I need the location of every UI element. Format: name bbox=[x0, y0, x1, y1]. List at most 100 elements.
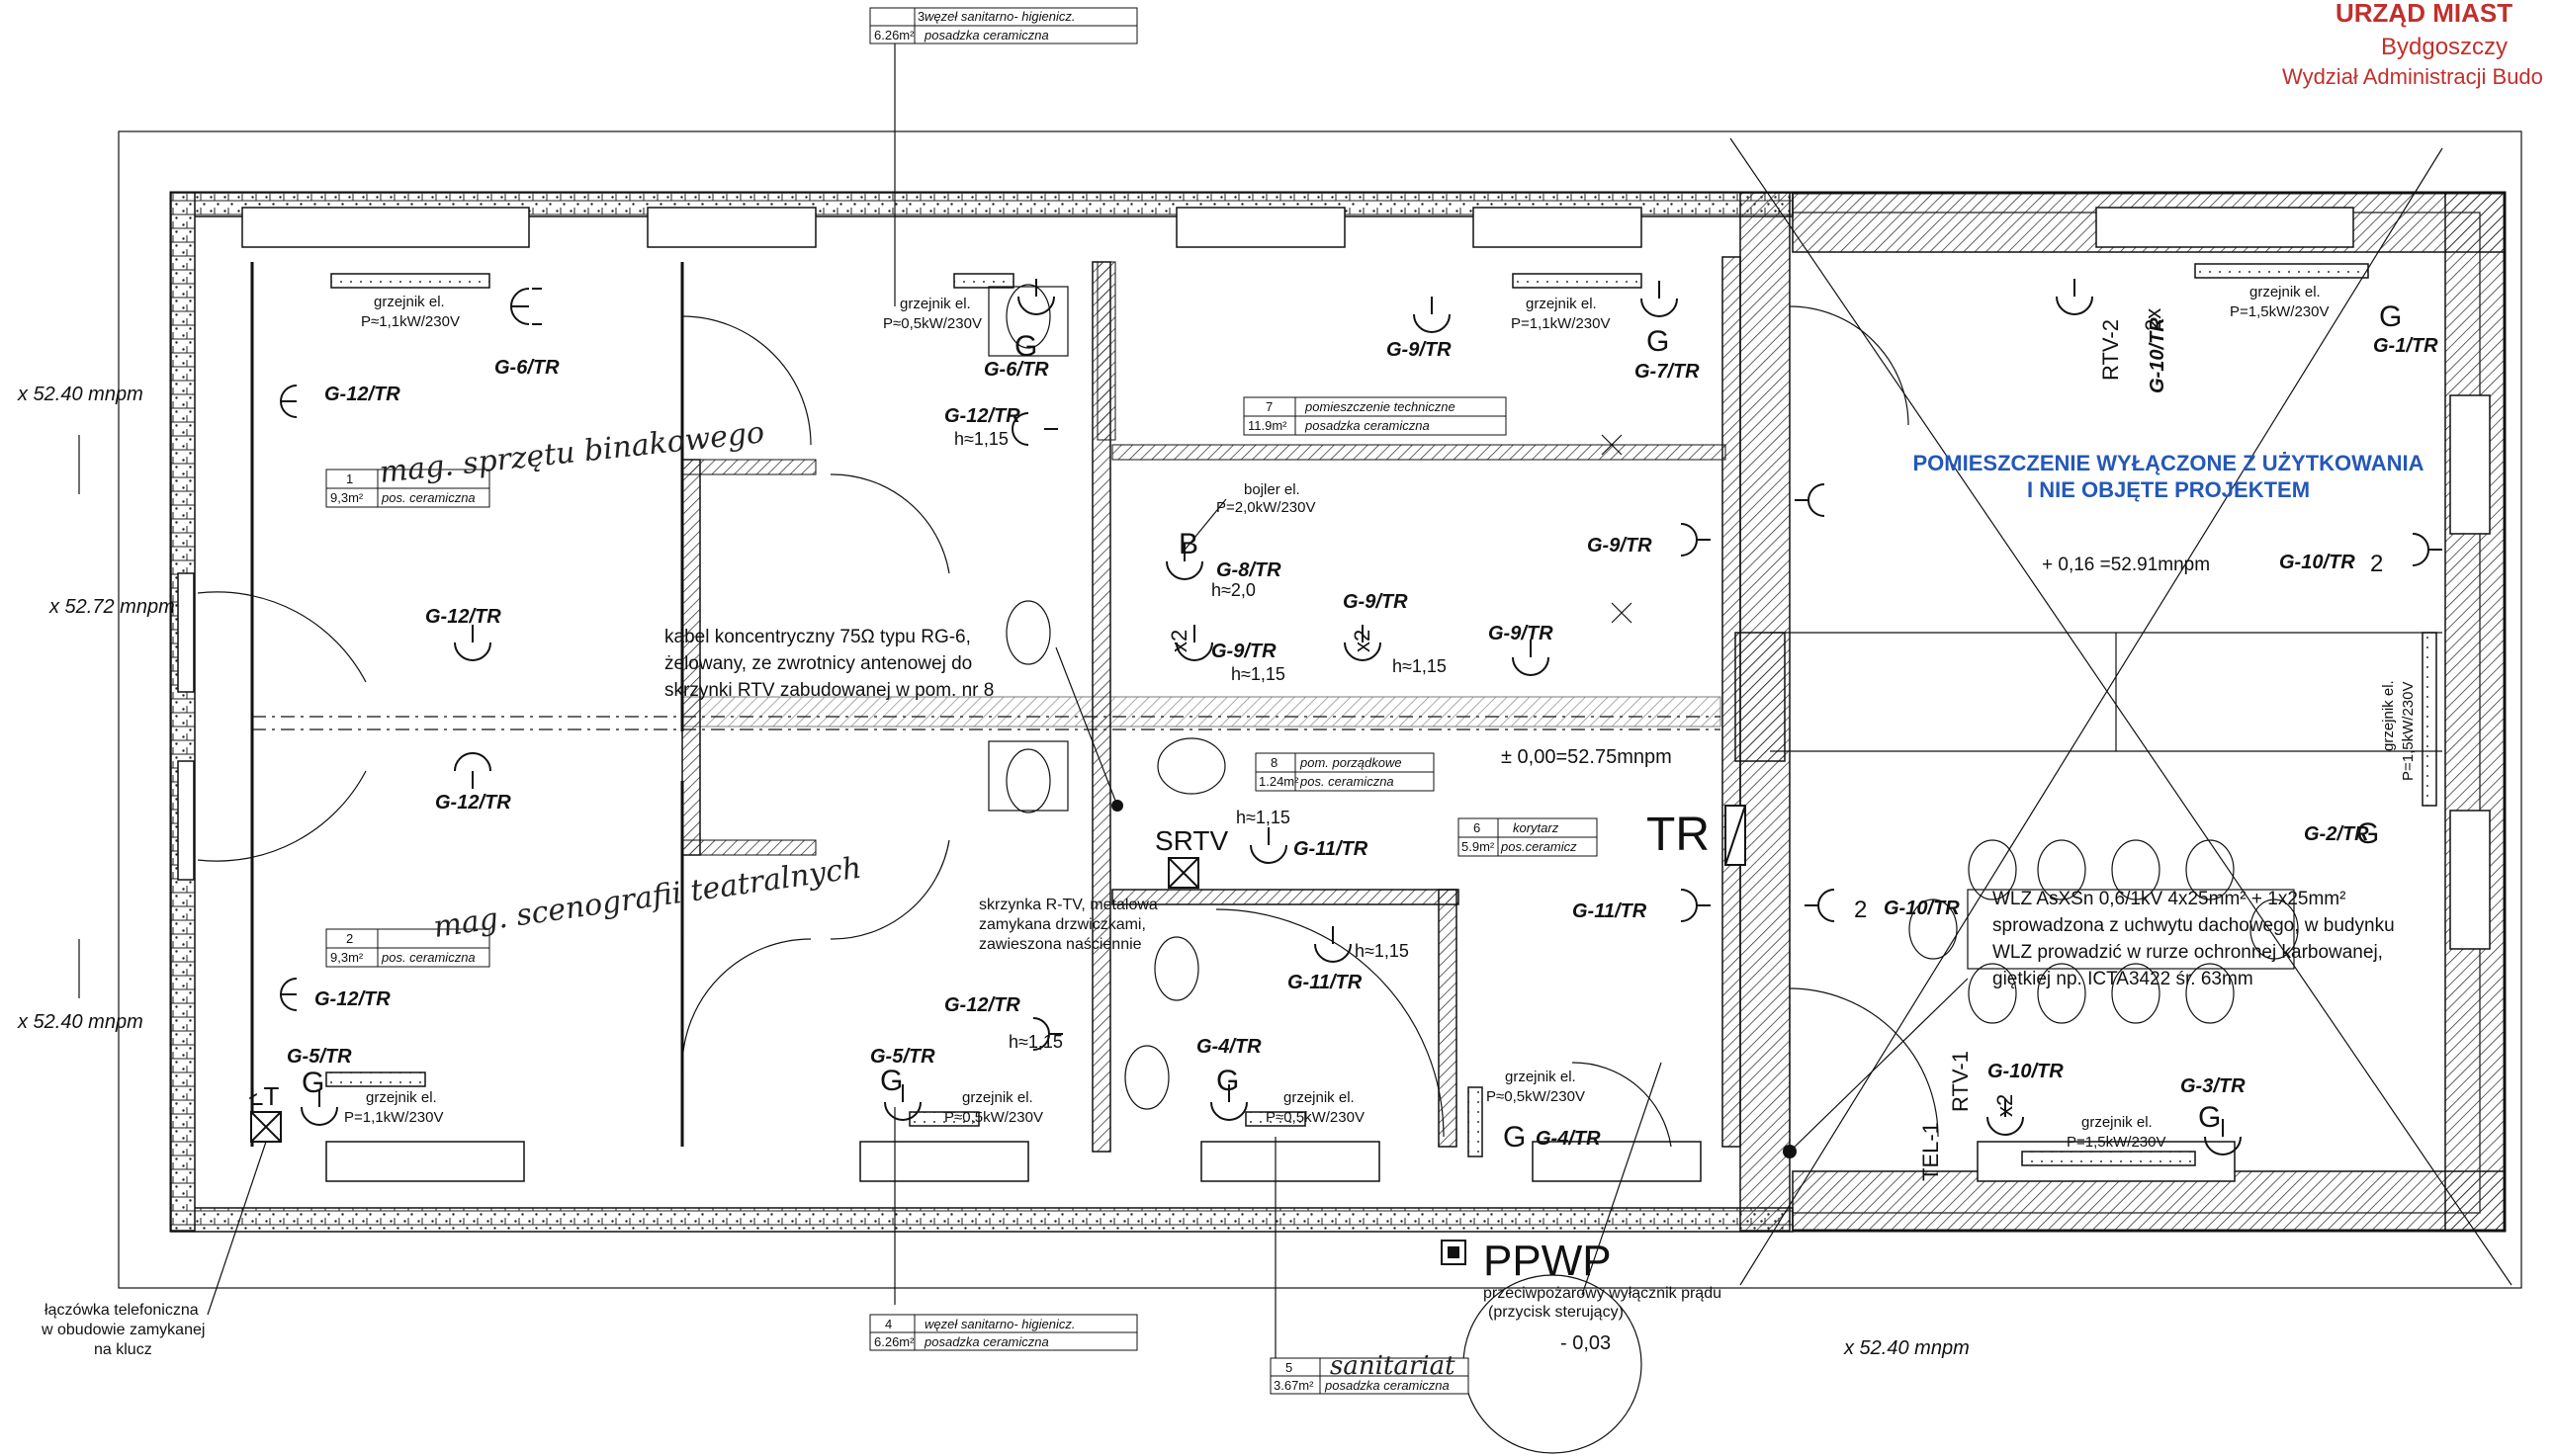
height-3: h≈1,15 bbox=[1231, 664, 1285, 684]
lt-line3: na klucz bbox=[94, 1341, 152, 1358]
room7-no: 7 bbox=[1266, 399, 1273, 414]
room5-area: 3.67m² bbox=[1274, 1378, 1314, 1393]
heater7-label: grzejnik el. bbox=[1283, 1089, 1355, 1106]
room4-name: węzeł sanitarno- higienicz. bbox=[925, 1317, 1075, 1331]
heater5-label: grzejnik el. bbox=[366, 1089, 437, 1106]
room7-area: 11.9m² bbox=[1248, 418, 1287, 433]
height-6: h≈1,15 bbox=[1355, 941, 1409, 961]
tr-board-symbol bbox=[1724, 805, 1746, 866]
excluded-area-cross bbox=[1729, 137, 2512, 1286]
letter-g3: G bbox=[2379, 300, 2402, 333]
outlet-g5: G-5/TR bbox=[287, 1046, 352, 1068]
room8-floor: pos. ceramiczna bbox=[1299, 774, 1394, 789]
lt-box bbox=[207, 1111, 282, 1316]
elevation-left-mid: x 52.72 mnpm bbox=[48, 596, 175, 618]
outlet-g2: G-2/TR bbox=[2304, 823, 2369, 845]
vent-icons bbox=[1601, 434, 1632, 624]
tr-label: TR bbox=[1646, 809, 1710, 861]
ppwp-label: PPWP bbox=[1483, 1237, 1612, 1285]
outlet-g10a: G-10/TR bbox=[2279, 552, 2355, 573]
room1-floor: pos. ceramiczna bbox=[381, 490, 476, 505]
letter-g1: G bbox=[1014, 330, 1037, 363]
room2-area: 9,3m² bbox=[330, 950, 364, 965]
cable-note-line3: skrzynki RTV zabudowanej w pom. nr 8 bbox=[664, 680, 994, 701]
wlz-line4: giętkiej np. ICTA3422 śr. 63mm bbox=[1992, 969, 2253, 989]
outlet-g9c: G-9/TR bbox=[1343, 591, 1408, 613]
room6-no: 6 bbox=[1473, 820, 1480, 835]
boiler-label: bojler el. bbox=[1244, 481, 1300, 498]
heater4-power: P=1,5kW/230V bbox=[2230, 303, 2329, 320]
height-1: h≈1,15 bbox=[954, 429, 1009, 449]
outlet-g3: G-3/TR bbox=[2180, 1075, 2246, 1097]
room1-no: 1 bbox=[346, 471, 353, 486]
interior-walls bbox=[250, 256, 2442, 1153]
elevation-left-top: x 52.40 mnpm bbox=[17, 384, 143, 405]
elevation-zero: ± 0,00=52.75mnpm bbox=[1501, 746, 1672, 768]
heater8-label: grzejnik el. bbox=[1505, 1069, 1576, 1085]
outlet-g7: G-7/TR bbox=[1634, 361, 1700, 383]
heater3-power: P=1,1kW/230V bbox=[1511, 315, 1610, 332]
outlet-g4: G-4/TR bbox=[1196, 1036, 1262, 1058]
room5-no: 5 bbox=[1285, 1360, 1292, 1375]
room1-area: 9,3m² bbox=[330, 490, 364, 505]
room7-floor: posadzka ceramiczna bbox=[1304, 418, 1430, 433]
heaters bbox=[325, 263, 2437, 1166]
wlz-line3: WLZ prowadzić w rurze ochronnej karbowan… bbox=[1992, 942, 2383, 963]
heater6-power: P≈0,5kW/230V bbox=[944, 1109, 1043, 1126]
stamp-line2: Bydgoszczy bbox=[2381, 34, 2508, 60]
cable-note-line2: żelowany, ze zwrotnicy antenowej do bbox=[664, 653, 972, 674]
letter-g5: G bbox=[2198, 1101, 2221, 1134]
room2-no: 2 bbox=[346, 931, 353, 946]
ppwp-line2: (przycisk sterujący) bbox=[1488, 1304, 1624, 1321]
room5-name: sanitariat bbox=[1330, 1351, 1455, 1381]
room8-no: 8 bbox=[1271, 755, 1278, 770]
two-label-1: 2 bbox=[2370, 551, 2383, 577]
boiler-power: P=2,0kW/230V bbox=[1216, 499, 1315, 516]
x2-label-2: x2 bbox=[1167, 630, 1191, 652]
outlet-g9a: G-9/TR bbox=[1386, 339, 1452, 361]
room6-floor: pos.ceramicz bbox=[1500, 839, 1577, 854]
letter-g9: G bbox=[302, 1067, 324, 1099]
room3-floor: posadzka ceramiczna bbox=[924, 28, 1049, 43]
room6-name: korytarz bbox=[1513, 820, 1559, 835]
letter-g2: G bbox=[1646, 325, 1669, 358]
srtv-line2: zamykana drzwiczkami, bbox=[979, 916, 1146, 933]
room3-no: 3 bbox=[918, 9, 925, 24]
letter-g8: G bbox=[880, 1065, 903, 1097]
outlet-g10c: G-10/TR bbox=[1987, 1061, 2064, 1082]
outlet-g10b: G-10/TR bbox=[1884, 898, 1960, 919]
heater9-label: grzejnik el. bbox=[2081, 1114, 2153, 1131]
doors bbox=[197, 305, 1939, 1148]
room2-floor: pos. ceramiczna bbox=[381, 950, 476, 965]
outlet-g11b: G-11/TR bbox=[1572, 900, 1647, 922]
room8-name: pom. porządkowe bbox=[1299, 755, 1402, 770]
heater1-power: P≈1,1kW/230V bbox=[361, 313, 460, 330]
stamp-line1: URZĄD MIAST bbox=[2336, 0, 2512, 28]
wlz-line1: WLZ AsXSn 0,6/1kV 4x25mm² + 1x25mm² bbox=[1992, 889, 2345, 909]
excluded-note-line2: I NIE OBJĘTE PROJEKTEM bbox=[2027, 477, 2310, 502]
room5-floor: posadzka ceramiczna bbox=[1324, 1378, 1450, 1393]
sanitary-fixtures bbox=[988, 284, 1226, 1110]
heater6-label: grzejnik el. bbox=[962, 1089, 1033, 1106]
room4-floor: posadzka ceramiczna bbox=[924, 1334, 1049, 1349]
room6-area: 5.9m² bbox=[1461, 839, 1495, 854]
outlet-g5b: G-5/TR bbox=[870, 1046, 935, 1068]
elevation-bottom-right: x 52.40 mnpm bbox=[1843, 1337, 1970, 1359]
heater1-label: grzejnik el. bbox=[374, 294, 445, 310]
outlet-g4b: G-4/TR bbox=[1536, 1128, 1601, 1150]
letter-g4: G bbox=[2356, 817, 2379, 850]
letter-g6: G bbox=[1503, 1121, 1526, 1154]
rtv1-label: RTV-1 bbox=[1948, 1051, 1973, 1112]
heater8-power: P≈0,5kW/230V bbox=[1486, 1088, 1585, 1105]
room1-name: mag. sprzętu binakowego bbox=[378, 415, 765, 490]
room7-name: pomieszczenie techniczne bbox=[1304, 399, 1455, 414]
x2-label-1: x2 bbox=[1992, 1094, 2017, 1117]
outlet-g9e: G-9/TR bbox=[1211, 641, 1277, 662]
heater2-power: P≈0,5kW/230V bbox=[883, 315, 982, 332]
heater3-label: grzejnik el. bbox=[1526, 296, 1597, 312]
outlet-g11a: G-11/TR bbox=[1293, 838, 1368, 860]
heater10-power: P=1,5kW/230V bbox=[2400, 682, 2417, 781]
wlz-line bbox=[1783, 890, 1969, 1158]
tel1-label: TEL-1 bbox=[1918, 1122, 1943, 1181]
